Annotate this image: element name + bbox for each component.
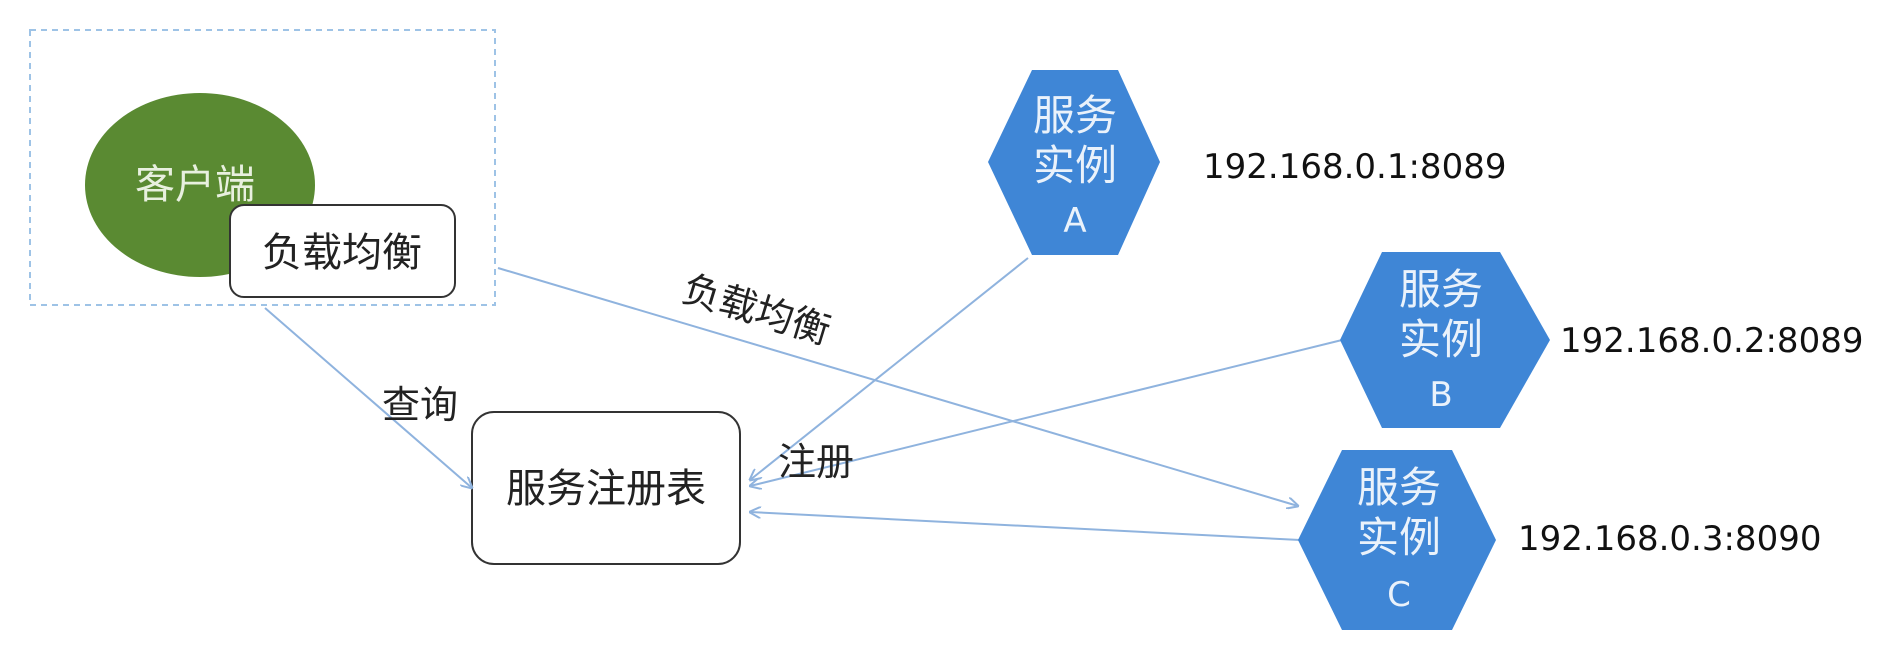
instance-c-letter: C <box>1387 575 1411 615</box>
client-label: 客户端 <box>135 162 255 208</box>
registry-label: 服务注册表 <box>506 466 706 512</box>
load-balancer-box <box>229 204 456 298</box>
instance-a-letter: A <box>1063 201 1086 241</box>
service-instance-a: 服务 实例 A <box>988 70 1160 255</box>
service-instance-c: 服务 实例 C <box>1298 450 1496 630</box>
instance-b-line1: 服务 <box>1399 265 1483 314</box>
hexagon-a <box>988 70 1160 255</box>
register-arrow-b <box>750 339 1343 486</box>
instance-b-line2: 实例 <box>1399 315 1483 364</box>
instance-a-line2: 实例 <box>1033 141 1117 190</box>
balance-label: 负载均衡 <box>677 267 835 354</box>
register-arrow-a <box>750 257 1029 480</box>
instance-c-line1: 服务 <box>1357 463 1441 512</box>
instance-b-address: 192.168.0.2:8089 <box>1560 321 1863 361</box>
service-instance-b: 服务 实例 B <box>1340 252 1550 428</box>
instance-c-line2: 实例 <box>1357 513 1441 562</box>
client-container <box>29 29 496 306</box>
query-arrow <box>264 307 472 488</box>
hexagon-b <box>1340 252 1550 428</box>
register-label: 注册 <box>778 440 854 484</box>
hexagon-c <box>1298 450 1496 630</box>
load-balancer-label: 负载均衡 <box>262 230 422 276</box>
instance-b-letter: B <box>1429 375 1452 415</box>
register-arrow-c <box>750 512 1301 541</box>
balance-arrow <box>497 267 1298 506</box>
instance-c-address: 192.168.0.3:8090 <box>1518 519 1821 559</box>
instance-a-address: 192.168.0.1:8089 <box>1203 147 1506 187</box>
query-label: 查询 <box>382 383 458 427</box>
instance-a-line1: 服务 <box>1033 91 1117 140</box>
